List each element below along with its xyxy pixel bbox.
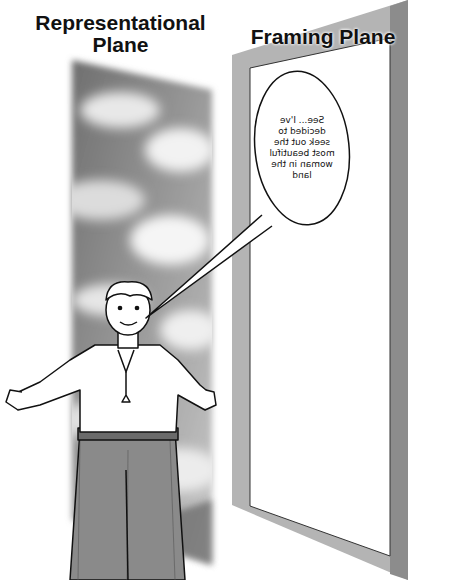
balloon-tail [146,215,272,318]
frame-outline [232,0,408,580]
representational-plane: Representational Plane [0,12,232,572]
framing-plane: Framing PlaneSee... I've decided to seek… [232,0,408,580]
plane-outline [0,12,232,572]
plane-heading: Representational Plane [8,12,233,56]
plane-heading: Framing Plane [238,26,408,48]
balloon-outline [254,70,350,226]
sky-panel [55,60,220,565]
speaking-man [6,282,216,580]
speech-text: See... I've decided to seek out the most… [268,115,336,181]
speech-balloon: See... I've decided to seek out the most… [254,70,350,226]
